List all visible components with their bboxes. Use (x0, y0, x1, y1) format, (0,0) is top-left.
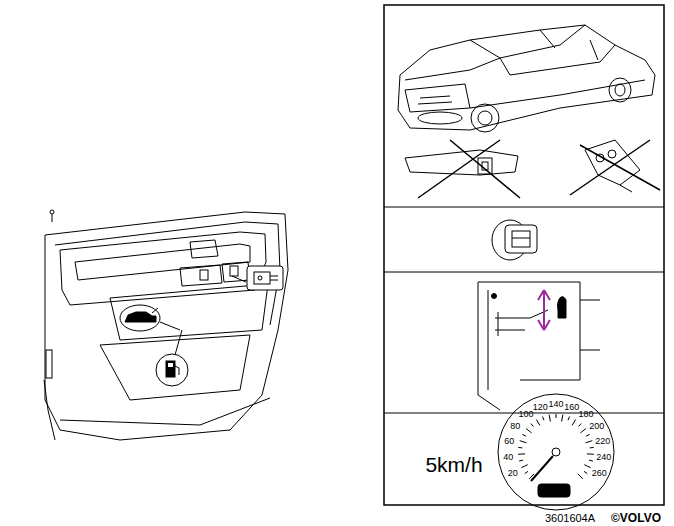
speedometer (498, 394, 614, 510)
scale-number: 60 (504, 437, 514, 446)
scale-number: 200 (589, 422, 604, 431)
brand-mark: ©VOLVO (611, 512, 661, 524)
speed-label: 5km/h (425, 454, 482, 475)
figure-code: 3601604A (545, 513, 595, 524)
scale-number: 40 (503, 453, 513, 462)
lock-knob (492, 220, 537, 260)
scale-number: 140 (548, 400, 563, 409)
door-lock-detail (478, 282, 600, 410)
scale-number: 160 (564, 402, 579, 411)
scale-number: 120 (533, 402, 548, 411)
car-illustration (398, 25, 655, 132)
crossed-items (405, 140, 660, 198)
scale-number: 80 (510, 422, 520, 431)
scale-number: 240 (596, 453, 611, 462)
scale-number: 20 (508, 468, 518, 477)
instruction-panel (384, 5, 664, 505)
scale-number: 100 (519, 410, 534, 419)
door-panel (44, 210, 288, 440)
scale-number: 220 (595, 437, 610, 446)
scale-number: 260 (592, 468, 607, 477)
scale-number: 180 (578, 410, 593, 419)
